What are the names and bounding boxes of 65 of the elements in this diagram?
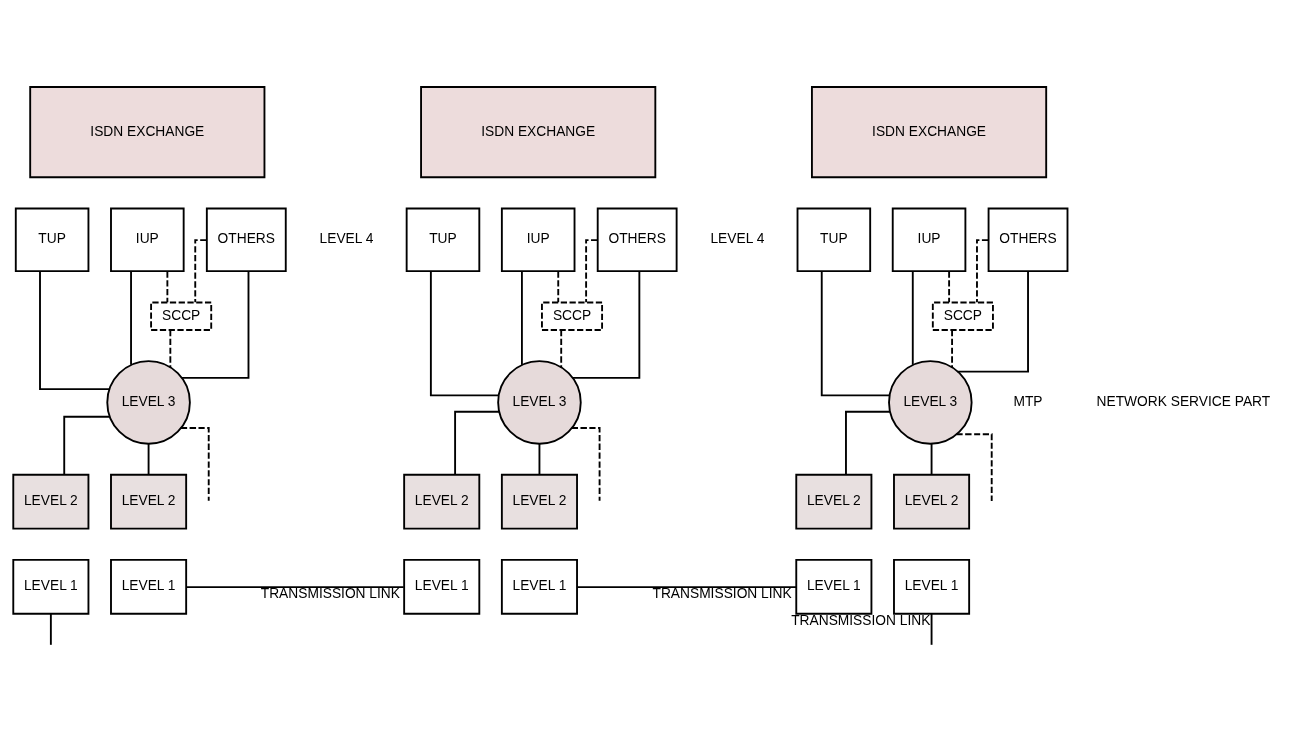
node-circle: LEVEL 3 — [888, 360, 973, 445]
connector — [454, 410, 501, 476]
node-box: LEVEL 1 — [795, 558, 873, 615]
node-box: SCCP — [931, 301, 994, 331]
node-box: SCCP — [150, 301, 213, 331]
connector — [557, 270, 560, 304]
node-box: TUP — [796, 207, 872, 273]
connector — [570, 427, 601, 502]
connector — [845, 410, 892, 476]
node-box: TUP — [405, 207, 481, 273]
node-circle: LEVEL 3 — [497, 360, 582, 445]
node-box: LEVEL 2 — [12, 473, 90, 530]
connector — [571, 270, 641, 379]
connector — [955, 433, 993, 502]
connector — [180, 270, 250, 379]
label: LEVEL 4 — [710, 231, 765, 247]
node-box: ISDN EXCHANGE — [811, 86, 1048, 179]
node-box: OTHERS — [596, 207, 678, 273]
node-box: SCCP — [541, 301, 604, 331]
edge-label: TRANSMISSION LINK — [652, 586, 792, 602]
connector — [538, 442, 541, 476]
node-box: LEVEL 2 — [110, 473, 188, 530]
node-box: LEVEL 2 — [403, 473, 481, 530]
label: LEVEL 4 — [319, 231, 374, 247]
connector — [560, 329, 563, 369]
connector — [930, 442, 933, 476]
connector — [820, 270, 891, 397]
node-circle: LEVEL 3 — [106, 360, 191, 445]
connector — [130, 270, 132, 366]
node-box: IUP — [110, 207, 185, 273]
node-box: LEVEL 1 — [110, 558, 188, 615]
node-box: ISDN EXCHANGE — [29, 86, 266, 179]
connector — [179, 427, 210, 502]
connector — [951, 329, 954, 369]
label: NETWORK SERVICE PART — [1096, 393, 1271, 409]
connector — [169, 329, 172, 369]
node-box: LEVEL 1 — [893, 558, 971, 615]
connector — [948, 270, 951, 304]
node-box: LEVEL 2 — [795, 473, 873, 530]
connector — [520, 270, 523, 366]
node-box: LEVEL 2 — [893, 473, 971, 530]
connector — [429, 270, 500, 397]
node-box: OTHERS — [987, 207, 1069, 273]
node-box: LEVEL 1 — [403, 558, 481, 615]
edge-label: TRANSMISSION LINK — [791, 613, 931, 629]
connector — [166, 270, 169, 304]
node-box: LEVEL 1 — [12, 558, 90, 615]
label: MTP — [1013, 393, 1043, 409]
node-box: OTHERS — [205, 207, 287, 273]
connector — [147, 442, 150, 476]
node-box: TUP — [14, 207, 90, 273]
connector — [63, 415, 111, 476]
connector — [39, 270, 111, 391]
node-box: IUP — [891, 207, 967, 273]
node-box: LEVEL 1 — [500, 558, 578, 615]
connector — [49, 612, 52, 646]
connector — [956, 270, 1029, 373]
edge-label: TRANSMISSION LINK — [260, 586, 400, 602]
node-box: ISDN EXCHANGE — [420, 86, 657, 179]
connector — [911, 270, 914, 366]
connector — [576, 586, 798, 589]
connector — [185, 586, 405, 589]
connector — [930, 612, 933, 646]
node-box: IUP — [500, 207, 576, 273]
node-box: LEVEL 2 — [500, 473, 578, 530]
